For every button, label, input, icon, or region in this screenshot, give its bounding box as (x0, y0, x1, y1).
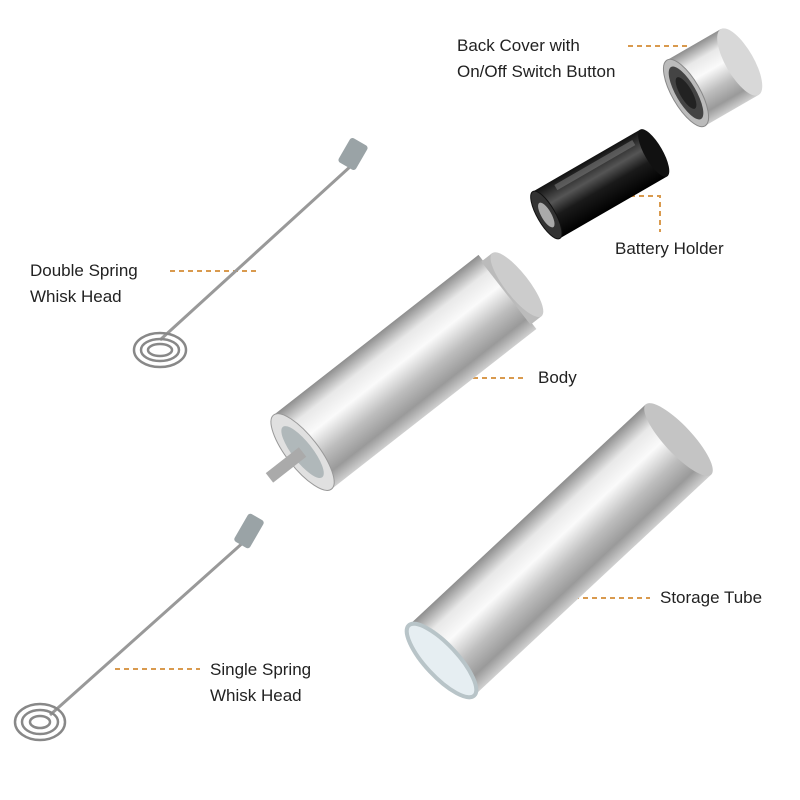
body-part (265, 252, 544, 491)
label-back-cover: Back Cover with On/Off Switch Button (457, 33, 615, 85)
label-body: Body (538, 368, 577, 387)
label-storage-tube: Storage Tube (660, 588, 763, 607)
label-line: On/Off Switch Button (457, 62, 616, 81)
label-line: Whisk Head (210, 686, 302, 705)
leader-battery-holder (612, 195, 661, 232)
label-line: Back Cover with (457, 36, 580, 55)
label-single-whisk: Single Spring Whisk Head (210, 657, 311, 709)
double-spring-whisk-part (132, 137, 368, 369)
single-spring-whisk-part (13, 513, 264, 742)
label-line: Single Spring (210, 660, 312, 679)
battery-holder-part (530, 129, 670, 240)
label-line: Double Spring (30, 261, 138, 280)
label-double-whisk: Double Spring Whisk Head (30, 258, 138, 310)
label-battery-holder: Battery Holder (615, 239, 724, 258)
back-cover-part (662, 28, 763, 128)
label-line: Whisk Head (30, 287, 122, 306)
storage-tube-part (404, 403, 713, 700)
